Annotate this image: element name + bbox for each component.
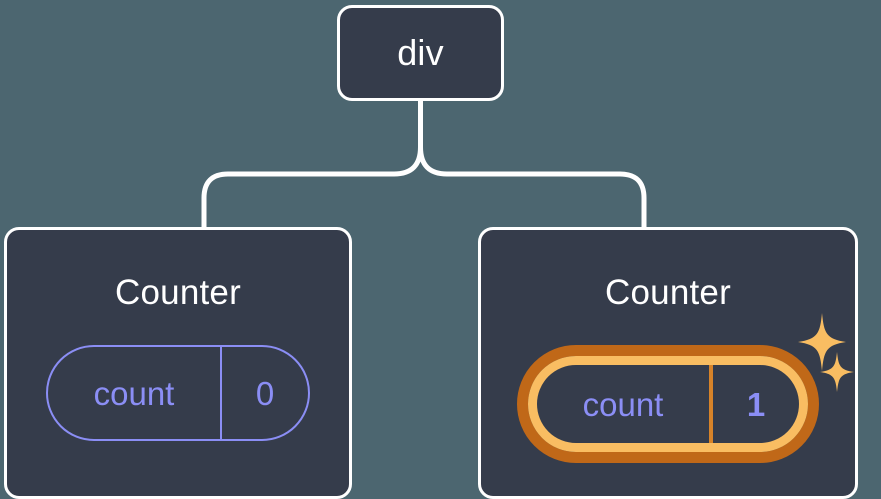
node-counter-right-label: Counter: [605, 273, 731, 312]
node-counter-left[interactable]: Counter count 0: [4, 227, 352, 499]
state-pill-left[interactable]: count 0: [46, 345, 310, 441]
state-pill-right[interactable]: count 1: [528, 356, 808, 452]
state-pill-right-value-text: 1: [746, 385, 766, 423]
node-counter-right[interactable]: Counter count 1: [478, 227, 858, 499]
node-div[interactable]: div: [337, 5, 504, 101]
state-pill-right-wrapper: count 1: [517, 345, 819, 463]
connector-left: [201, 98, 423, 230]
state-pill-left-wrapper: count 0: [46, 345, 310, 441]
node-counter-left-label: Counter: [115, 273, 241, 312]
connector-right: [418, 98, 647, 230]
node-div-label: div: [397, 32, 444, 73]
state-pill-right-key: count: [582, 385, 664, 423]
state-pill-left-key: count: [93, 374, 175, 412]
state-pill-left-value: 0: [220, 347, 308, 439]
state-pill-right-highlight-ring[interactable]: count 1: [517, 345, 819, 463]
state-pill-right-value: 1: [709, 365, 799, 443]
